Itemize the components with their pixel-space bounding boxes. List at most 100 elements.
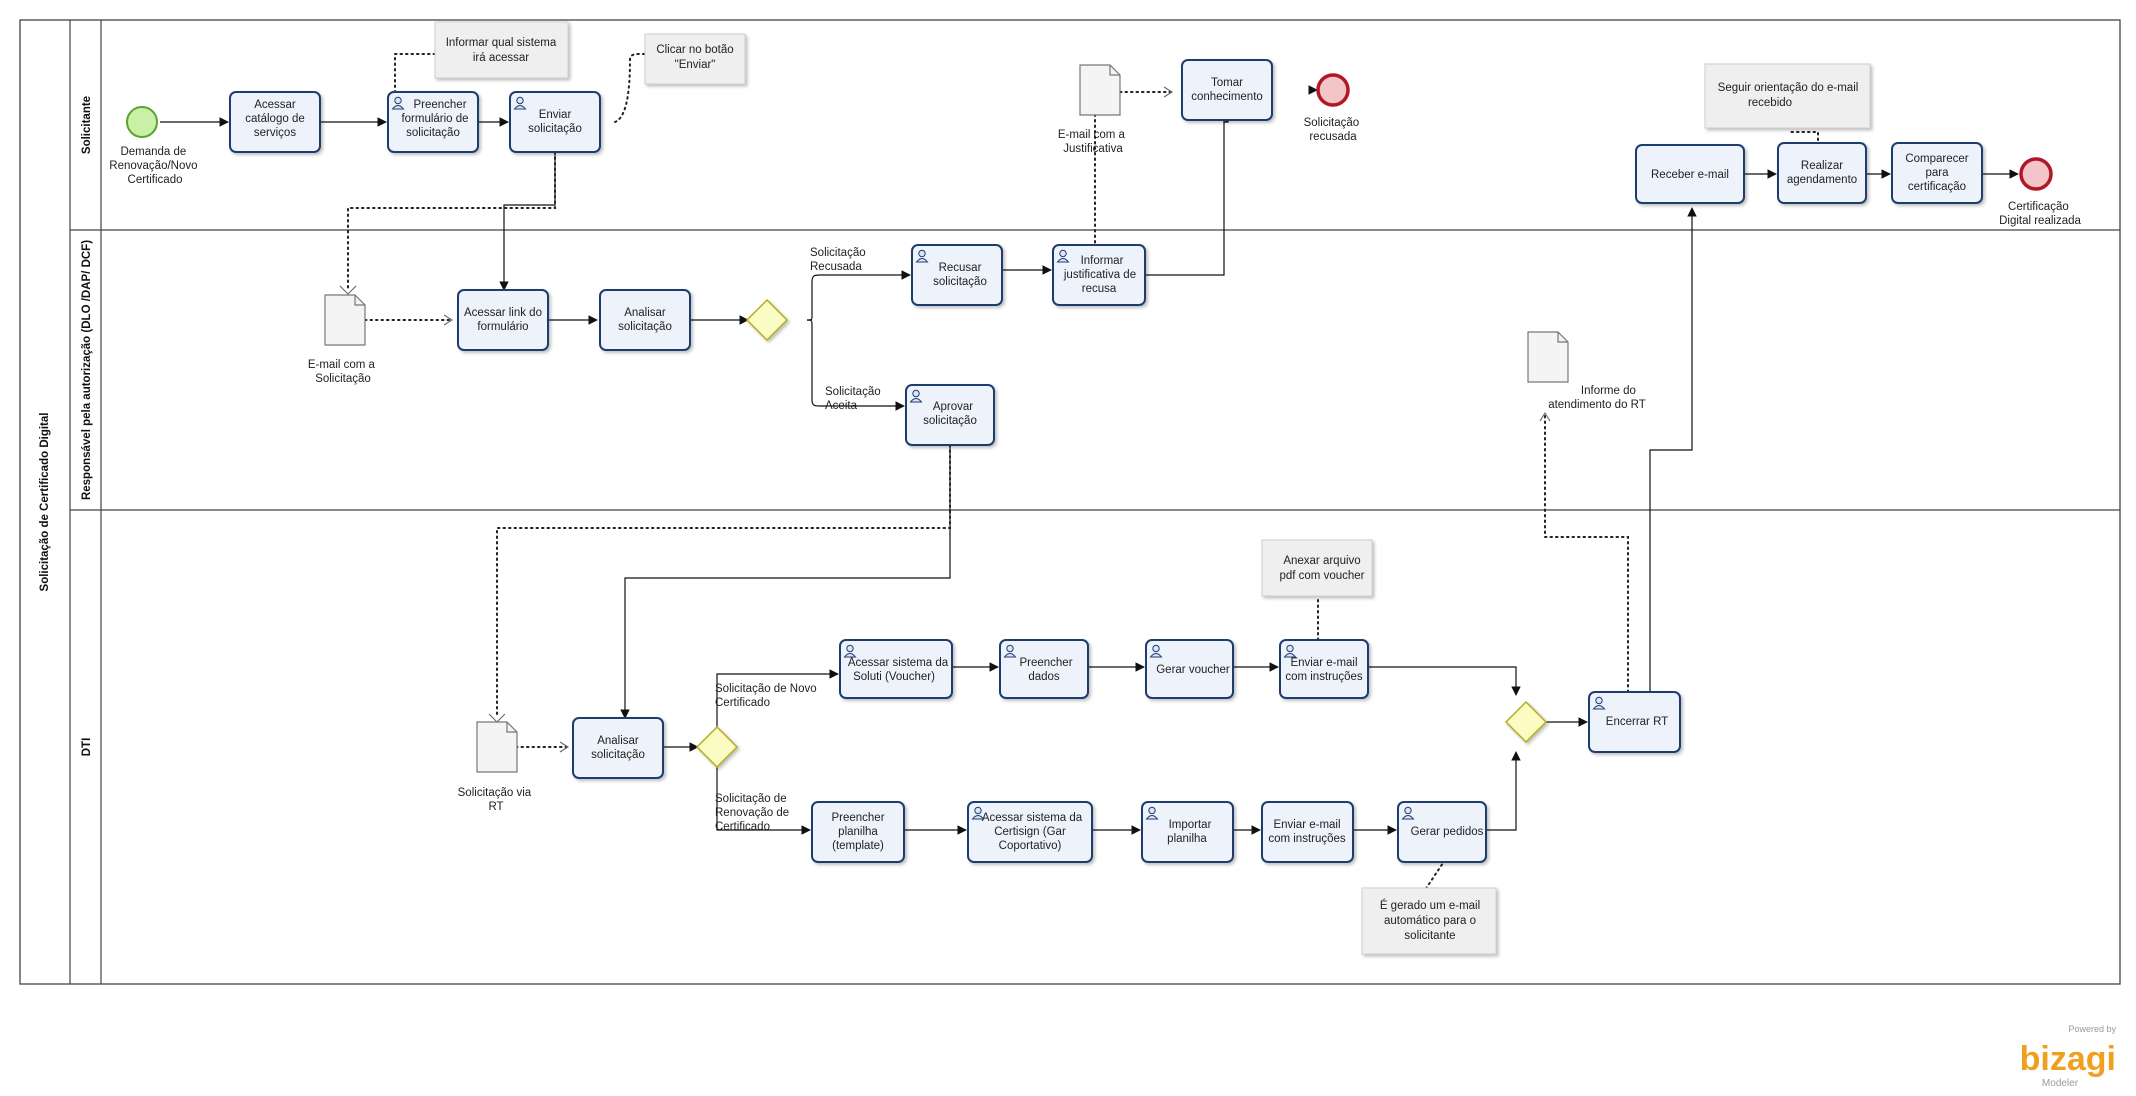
svg-text:Modeler: Modeler — [2042, 1078, 2079, 1089]
start-event[interactable] — [126, 106, 158, 138]
gateway-tipo-certificado[interactable] — [695, 725, 739, 769]
document-email-justificativa[interactable] — [1079, 64, 1121, 116]
document-email-solicitacao[interactable] — [324, 294, 366, 346]
gateway-merge[interactable] — [1504, 700, 1548, 744]
svg-text:Powered by: Powered by — [2068, 1024, 2116, 1034]
user-icons — [391, 96, 1606, 820]
user-icon — [513, 96, 527, 110]
annotation-clicar-botao: Clicar no botão"Enviar" — [644, 33, 746, 85]
associations — [347, 53, 1819, 891]
task-gerar-voucher[interactable]: Gerar voucher — [1145, 639, 1234, 699]
svg-text:Receber e-mail: Receber e-mail — [1651, 169, 1729, 181]
svg-text:bizagi: bizagi — [2020, 1040, 2116, 1078]
end-event-recusada[interactable] — [1316, 73, 1350, 107]
user-icon — [915, 249, 929, 263]
svg-text:Gerar voucher: Gerar voucher — [1156, 664, 1230, 676]
svg-text:Gerar pedidos: Gerar pedidos — [1411, 826, 1484, 838]
end-event-recusada-label: Solicitação recusada — [1304, 117, 1363, 143]
pool-title: Solicitação de Certificado Digital — [39, 413, 51, 592]
user-icon — [971, 806, 985, 820]
lane-label-responsavel: Responsável pela autorização (DLO /DAP/ … — [81, 240, 93, 500]
document-email-justificativa-label: E-mail com a Justificativa — [1058, 129, 1128, 155]
user-icon — [1145, 806, 1159, 820]
task-receber-email[interactable]: Receber e-mail — [1635, 144, 1745, 204]
task-encerrar-rt[interactable]: Encerrar RT — [1588, 691, 1681, 753]
user-icon — [1401, 806, 1415, 820]
gateway-analise[interactable] — [745, 298, 789, 342]
end-event-realizada-label: Certificação Digital realizada — [1999, 201, 2081, 227]
user-icon — [1056, 249, 1070, 263]
document-informe-rt[interactable] — [1527, 331, 1569, 383]
user-icon — [1149, 644, 1163, 658]
lane-label-dti: DTI — [81, 738, 93, 757]
document-email-solicitacao-label: E-mail com a Solicitação — [308, 359, 378, 385]
user-icon — [1592, 696, 1606, 710]
start-event-label: Demanda de Renovação/Novo Certificado — [109, 146, 200, 186]
user-icon — [843, 644, 857, 658]
end-event-realizada[interactable] — [2019, 157, 2053, 191]
document-solicitacao-rt[interactable] — [476, 721, 518, 773]
user-icon — [1003, 644, 1017, 658]
bizagi-logo: Powered by bizagi Modeler — [2020, 1024, 2117, 1089]
user-icon — [1283, 644, 1297, 658]
document-informe-rt-label: Informe do atendimento do RT — [1548, 385, 1646, 411]
svg-text:Clicar no botão"Enviar": Clicar no botão"Enviar" — [656, 44, 733, 71]
document-solicitacao-rt-label: Solicitação via RT — [458, 787, 535, 813]
task-gerar-pedidos[interactable]: Gerar pedidos — [1397, 801, 1487, 863]
user-icon — [391, 96, 405, 110]
lane-label-solicitante: Solicitante — [81, 96, 93, 154]
svg-text:Encerrar RT: Encerrar RT — [1606, 716, 1668, 728]
user-icon — [909, 389, 923, 403]
